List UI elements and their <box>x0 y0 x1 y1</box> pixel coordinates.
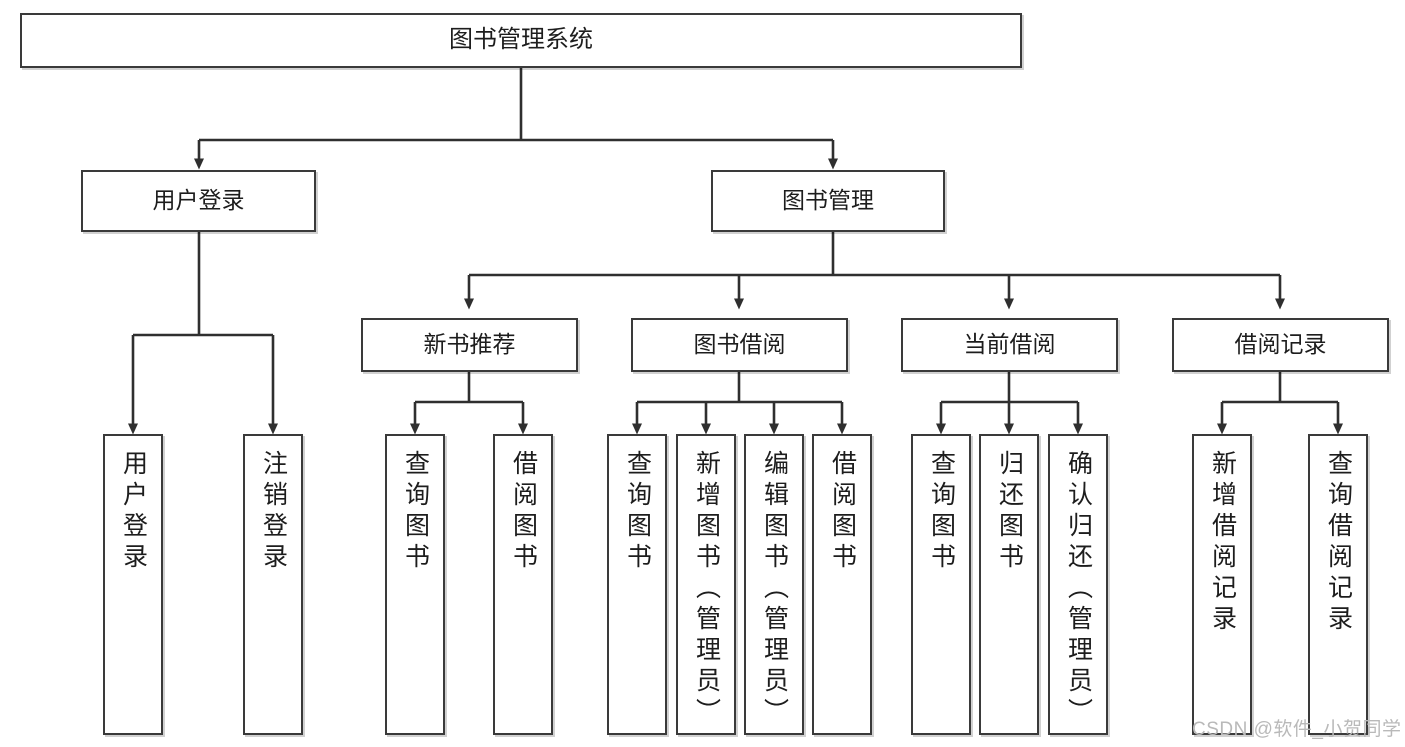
leaf-query-books-borrow[interactable]: 查询图书 <box>607 434 667 735</box>
leaf-query-borrow-record[interactable]: 查询借阅记录 <box>1308 434 1368 735</box>
node-label: 借阅图书 <box>509 450 538 574</box>
node-label: 图书管理 <box>782 187 874 214</box>
leaf-return-books[interactable]: 归还图书 <box>979 434 1039 735</box>
node-book-borrowing[interactable]: 图书借阅 <box>631 318 848 372</box>
leaf-add-book-admin[interactable]: 新增图书（管理员） <box>676 434 736 735</box>
node-label: 新书推荐 <box>423 331 516 358</box>
node-label: 查询图书 <box>927 450 956 574</box>
node-book-management[interactable]: 图书管理 <box>711 170 945 232</box>
node-root-book-management-system[interactable]: 图书管理系统 <box>20 13 1022 68</box>
node-label: 图书管理系统 <box>449 26 593 54</box>
watermark: CSDN @软件_小贺同学 <box>1192 719 1402 740</box>
node-label: 图书借阅 <box>693 331 786 358</box>
node-label: 新增图书（管理员） <box>692 450 721 729</box>
node-label: 查询图书 <box>623 450 652 574</box>
node-label: 查询借阅记录 <box>1324 450 1353 636</box>
node-label: 当前借阅 <box>963 331 1056 358</box>
node-borrowing-record[interactable]: 借阅记录 <box>1172 318 1389 372</box>
leaf-edit-book-admin[interactable]: 编辑图书（管理员） <box>744 434 804 735</box>
leaf-borrow-books-recommend[interactable]: 借阅图书 <box>493 434 553 735</box>
leaf-borrow-books[interactable]: 借阅图书 <box>812 434 872 735</box>
node-label: 借阅记录 <box>1234 331 1327 358</box>
node-label: 用户登录 <box>119 450 148 574</box>
leaf-user-login[interactable]: 用户登录 <box>103 434 163 735</box>
node-new-book-recommendation[interactable]: 新书推荐 <box>361 318 578 372</box>
node-label: 编辑图书（管理员） <box>760 450 789 729</box>
node-label: 借阅图书 <box>828 450 857 574</box>
node-label: 确认归还（管理员） <box>1064 450 1093 729</box>
leaf-logout[interactable]: 注销登录 <box>243 434 303 735</box>
node-label: 新增借阅记录 <box>1208 450 1237 636</box>
node-label: 用户登录 <box>152 187 245 214</box>
leaf-confirm-return-admin[interactable]: 确认归还（管理员） <box>1048 434 1108 735</box>
node-current-borrowing[interactable]: 当前借阅 <box>901 318 1118 372</box>
node-label: 查询图书 <box>401 450 430 574</box>
leaf-add-borrow-record[interactable]: 新增借阅记录 <box>1192 434 1252 735</box>
node-user-login[interactable]: 用户登录 <box>81 170 316 232</box>
node-label: 注销登录 <box>259 450 288 574</box>
leaf-query-books-current[interactable]: 查询图书 <box>911 434 971 735</box>
node-label: 归还图书 <box>995 450 1024 574</box>
leaf-query-books-recommend[interactable]: 查询图书 <box>385 434 445 735</box>
